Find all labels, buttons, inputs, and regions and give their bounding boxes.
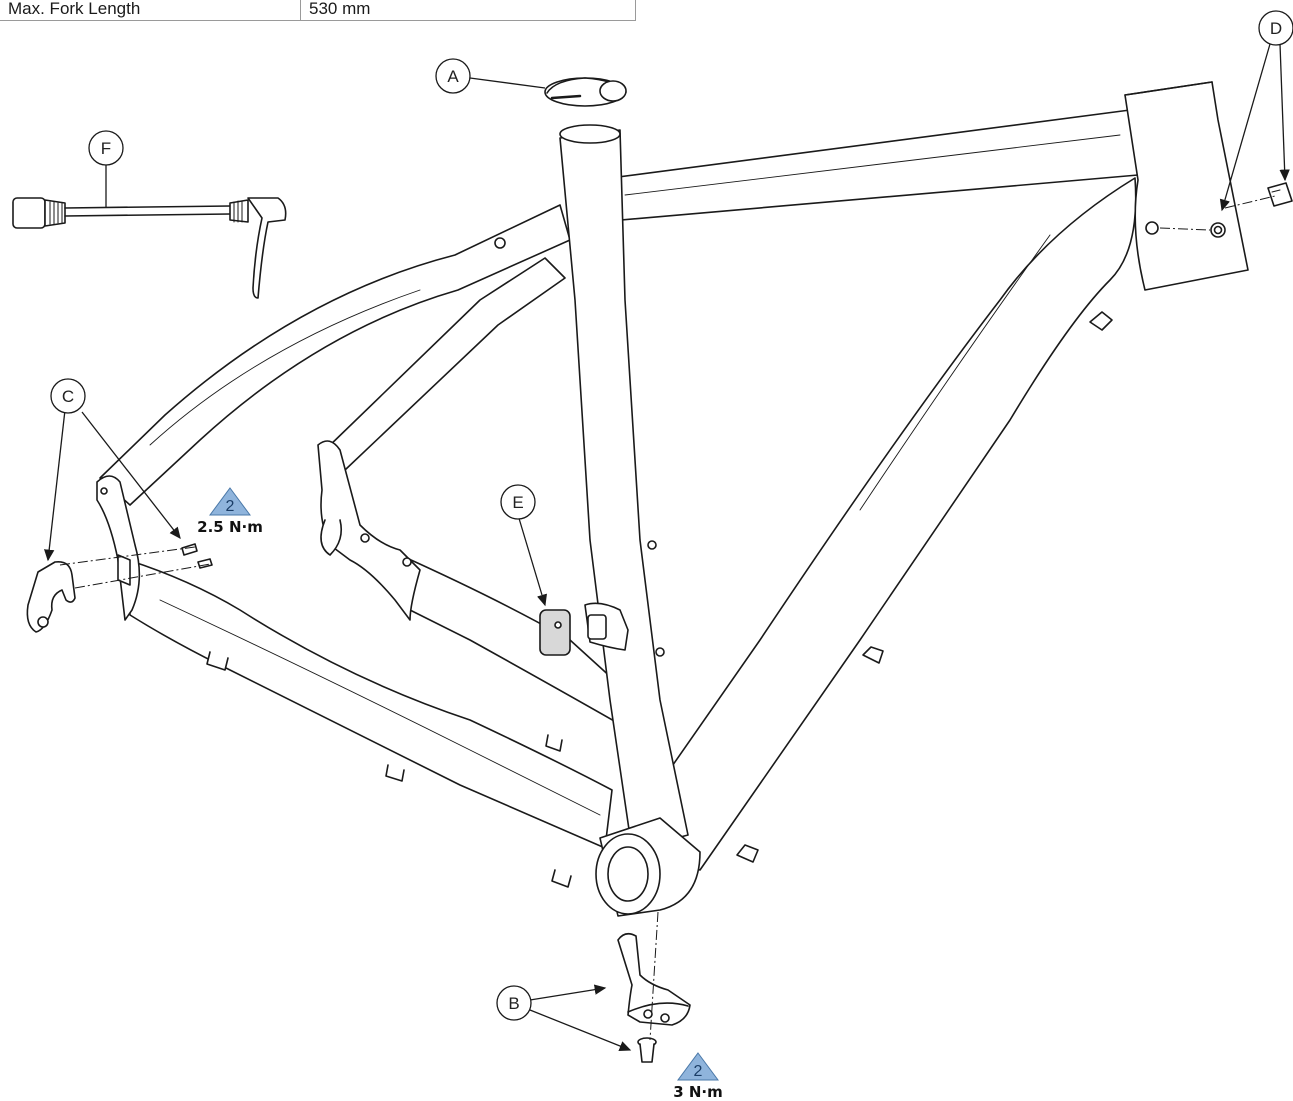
quick-release-skewer [12, 197, 287, 299]
assembly-lines [59, 195, 1276, 1041]
spec-value: 530 mm [300, 0, 636, 21]
seat-tube [559, 124, 689, 851]
callout-C: C [50, 378, 86, 414]
torque-value: 3 N·m [673, 1083, 723, 1101]
leader-lines [44, 43, 1290, 1051]
kickstand-bolt [637, 1037, 657, 1063]
rear-dropout [96, 475, 141, 621]
hanger-bolt [181, 543, 198, 556]
bottom-bracket [595, 817, 701, 917]
callout-letter: A [447, 67, 459, 86]
kickstand-plate [617, 932, 691, 1026]
torque-tool-number: 2 [694, 1063, 703, 1080]
callout-letter: F [101, 139, 111, 158]
callout-A: A [435, 58, 471, 94]
callout-B: B [496, 985, 532, 1021]
callout-D: D [1258, 10, 1293, 46]
callout-letter: E [512, 493, 523, 512]
callout-letter: B [508, 994, 519, 1013]
torque-tool-number: 2 [226, 498, 235, 515]
cable-guide-cover [539, 602, 629, 656]
torque-spec-hanger: 2 2.5 N·m [197, 487, 263, 536]
callout-letter: D [1270, 19, 1282, 38]
callout-E: E [500, 484, 536, 520]
hanger-bolt [197, 558, 213, 569]
headset-bolt [1267, 182, 1293, 207]
seat-clamp [544, 77, 627, 107]
rear-dropout-right [317, 440, 421, 621]
down-tube [614, 177, 1137, 871]
derailleur-hanger [26, 560, 76, 633]
chain-stay [127, 559, 613, 849]
spec-table: Max. Fork Length 530 mm [0, 0, 636, 21]
seat-stay [99, 204, 571, 506]
spec-row: Max. Fork Length 530 mm [0, 0, 636, 21]
torque-value: 2.5 N·m [197, 518, 263, 536]
callout-F: F [88, 130, 124, 166]
top-tube [594, 109, 1139, 223]
head-tube [1124, 81, 1249, 291]
torque-spec-kickstand: 2 3 N·m [673, 1052, 723, 1101]
spec-label: Max. Fork Length [0, 0, 301, 21]
callout-letter: C [62, 387, 74, 406]
